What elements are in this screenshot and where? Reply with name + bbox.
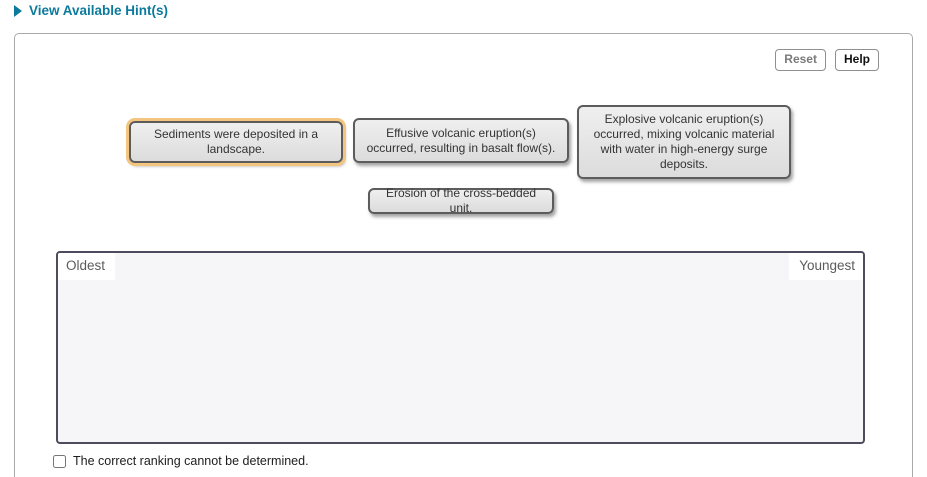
view-hints-label: View Available Hint(s) xyxy=(29,3,169,18)
cannot-determine-checkbox[interactable] xyxy=(53,454,66,468)
help-button[interactable]: Help xyxy=(834,49,879,72)
oldest-label: Oldest xyxy=(58,253,116,280)
drag-card-explosive-eruption[interactable]: Explosive volcanic eruption(s) occurred,… xyxy=(577,105,791,179)
cannot-determine-row: The correct ranking cannot be determined… xyxy=(53,454,309,468)
expand-triangle-icon xyxy=(14,4,22,17)
drag-card-erosion[interactable]: Erosion of the cross-bedded unit. xyxy=(368,186,554,215)
drag-card-effusive-eruption[interactable]: Effusive volcanic eruption(s) occurred, … xyxy=(353,118,569,163)
question-panel: Reset Help Sediments were deposited in a… xyxy=(14,33,913,477)
reset-button[interactable]: Reset xyxy=(775,49,826,72)
view-hints-link[interactable]: View Available Hint(s) xyxy=(14,3,168,18)
drag-card-sediments[interactable]: Sediments were deposited in a landscape. xyxy=(129,121,343,163)
toolbar: Reset Help xyxy=(775,49,879,72)
ranking-drop-zone[interactable]: Oldest Youngest xyxy=(56,251,865,444)
cannot-determine-label[interactable]: The correct ranking cannot be determined… xyxy=(73,454,309,468)
youngest-label: Youngest xyxy=(789,253,863,280)
